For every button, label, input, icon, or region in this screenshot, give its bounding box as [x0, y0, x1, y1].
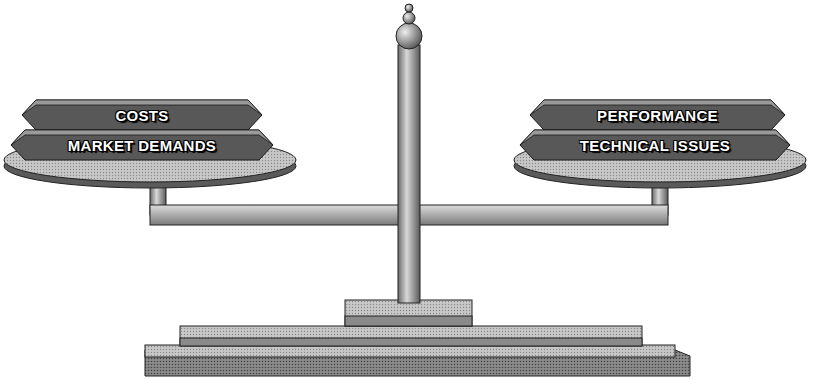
slab-label: COSTS	[115, 107, 168, 124]
slab-label: MARKET DEMANDS	[68, 137, 216, 154]
scale-base	[145, 300, 690, 376]
text-slab: PERFORMANCE	[530, 100, 785, 130]
slab-label: PERFORMANCE	[597, 107, 718, 124]
slab-label: TECHNICAL ISSUES	[580, 137, 730, 154]
text-slab: TECHNICAL ISSUES	[520, 130, 790, 160]
scale-post	[396, 4, 422, 303]
text-slab: COSTS	[22, 100, 262, 130]
text-slab: MARKET DEMANDS	[11, 130, 273, 160]
